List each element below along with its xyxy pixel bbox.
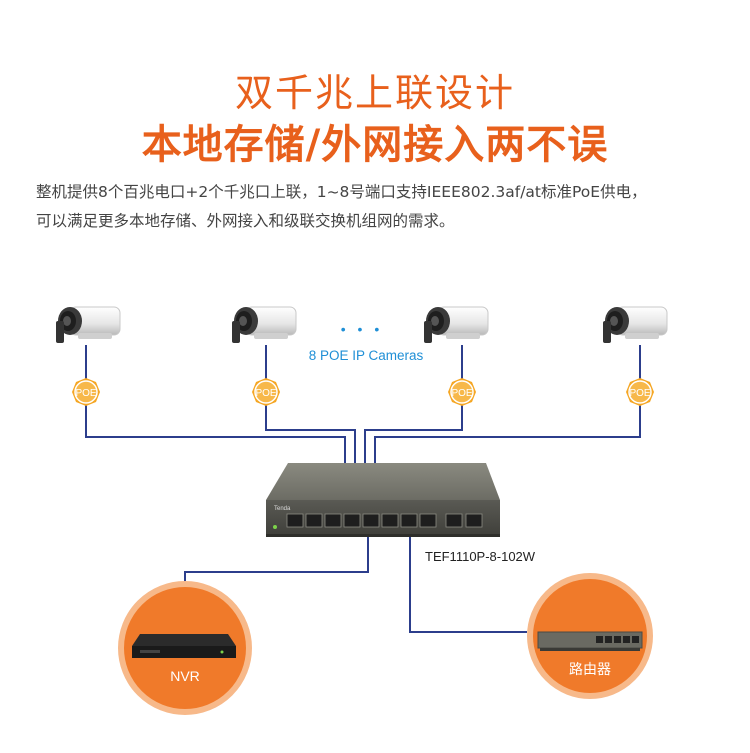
svg-text:POE: POE	[75, 388, 96, 399]
ip-camera-1	[55, 306, 121, 344]
switch-brand: Tenda	[274, 506, 291, 512]
switch-power-led	[273, 525, 277, 529]
cameras-ellipsis: • • •	[341, 321, 383, 337]
cameras-label: 8 POE IP Cameras	[309, 348, 424, 363]
description: 整机提供8个百兆电口+2个千兆口上联，1~8号端口支持IEEE802.3af/a…	[36, 178, 726, 236]
ip-camera-2	[231, 306, 297, 344]
link-nvr	[184, 535, 369, 595]
link-camera-4	[374, 345, 641, 468]
headline-line1: 双千兆上联设计	[234, 71, 515, 115]
poe-badge-2: POE	[251, 377, 281, 407]
poe-badge-3: POE	[447, 377, 477, 407]
router-label: 路由器	[569, 661, 611, 677]
ip-camera-3	[423, 306, 489, 344]
camera-links	[85, 345, 641, 468]
link-camera-2	[265, 345, 356, 468]
nvr-node: NVR	[118, 581, 252, 715]
description-line2: 可以满足更多本地存储、外网接入和级联交换机组网的需求。	[36, 212, 455, 230]
link-camera-3	[364, 345, 463, 468]
description-line1: 整机提供8个百兆电口+2个千兆口上联，1~8号端口支持IEEE802.3af/a…	[36, 183, 647, 201]
poe-badge-1: POE	[71, 377, 101, 407]
link-router	[409, 535, 527, 633]
switch-model-label: TEF1110P-8-102W	[425, 549, 536, 564]
router-node: 路由器	[527, 573, 653, 699]
switch-ports	[286, 513, 483, 528]
link-camera-1	[85, 345, 346, 468]
svg-text:POE: POE	[451, 388, 472, 399]
svg-text:POE: POE	[629, 388, 650, 399]
svg-text:POE: POE	[255, 388, 276, 399]
nvr-label: NVR	[170, 668, 200, 684]
nvr-device-icon	[132, 634, 236, 658]
ip-camera-4	[602, 306, 668, 344]
router-device-icon	[537, 631, 643, 651]
poe-badge-4: POE	[625, 377, 655, 407]
poe-switch: Tenda	[266, 463, 500, 537]
headline-line2: 本地存储/外网接入两不误	[141, 122, 609, 168]
